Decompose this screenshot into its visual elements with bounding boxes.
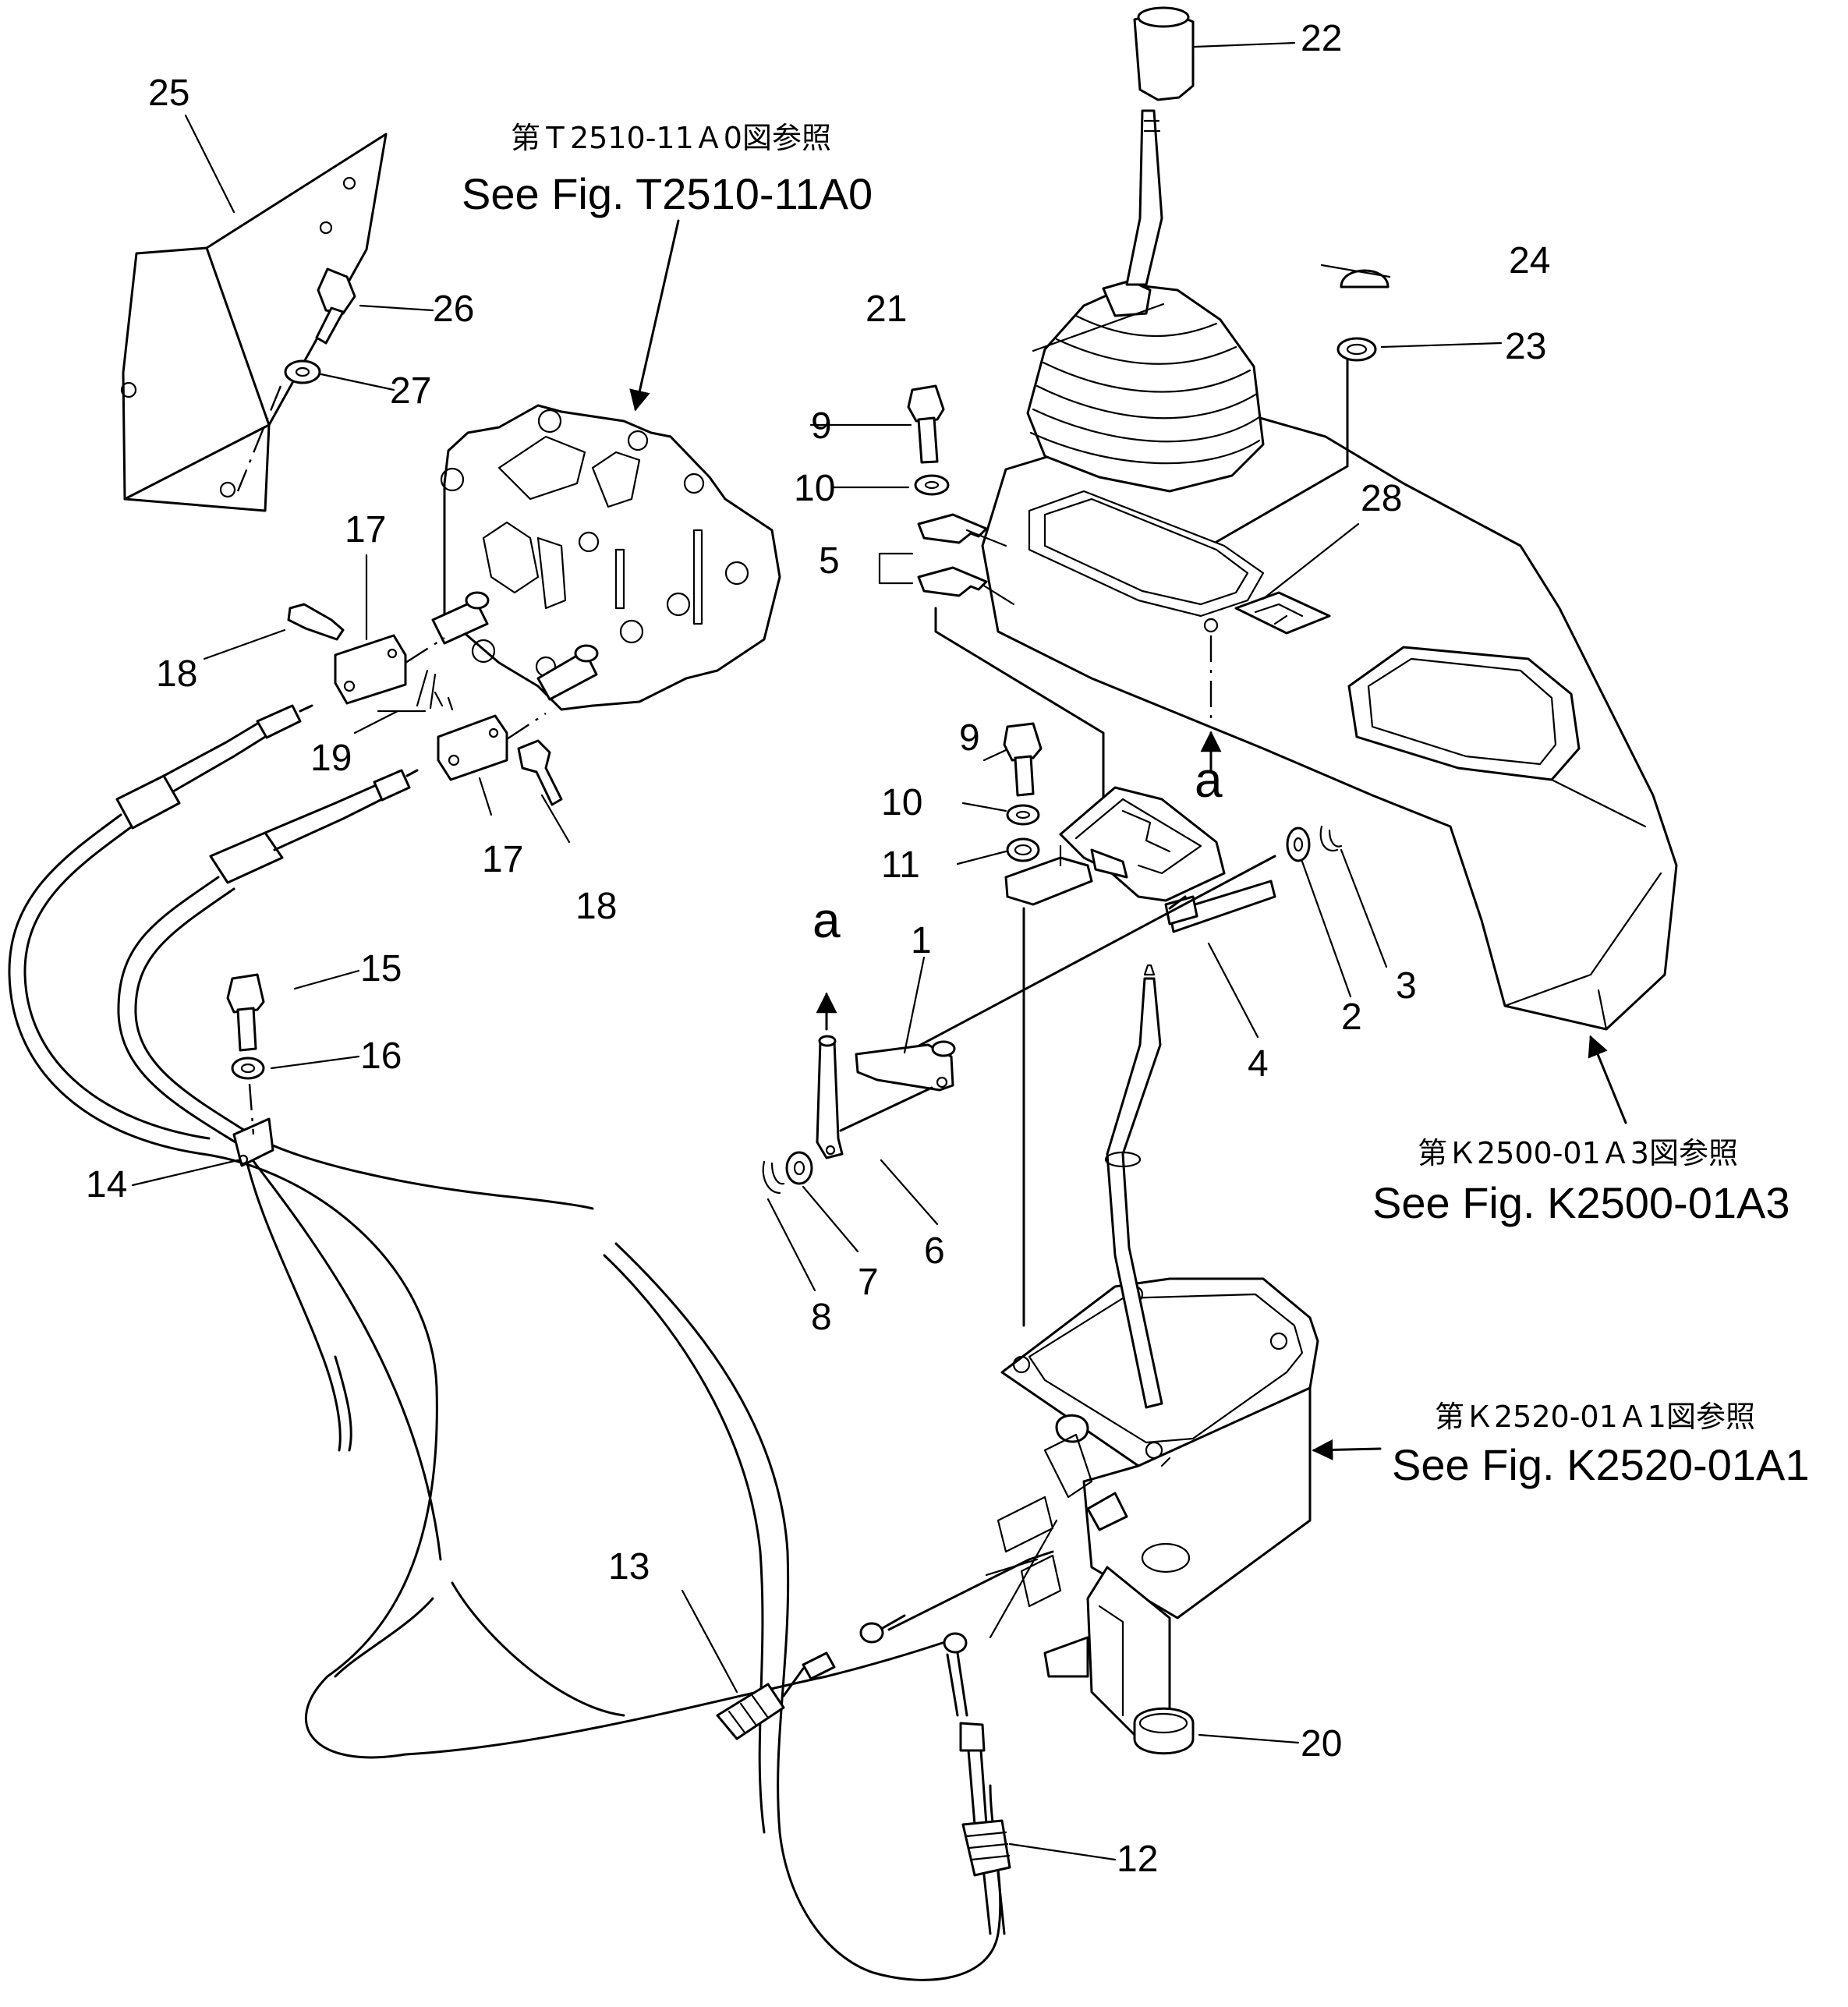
cable-adjuster-13 [716, 1614, 906, 1740]
control-valve [431, 404, 781, 711]
bolt-26 [315, 267, 356, 345]
label-24: 24 [1509, 240, 1550, 281]
label-4: 4 [1248, 1043, 1269, 1085]
cotter-pin-8 [762, 1160, 785, 1195]
label-28: 28 [1361, 478, 1402, 519]
link-line [989, 1519, 1058, 1639]
washer-7 [785, 1151, 813, 1185]
label-18-lower: 18 [575, 886, 617, 927]
lever-bracket [1004, 786, 1226, 906]
washer-2 [1286, 827, 1311, 862]
label-20: 20 [1301, 1723, 1342, 1765]
label-16: 16 [360, 1035, 402, 1077]
clamp-14 [232, 1117, 274, 1167]
label-15: 15 [360, 948, 402, 989]
rod-6 [816, 1035, 933, 1159]
washer-10-lower [1006, 804, 1040, 826]
lever-box [985, 1277, 1319, 1740]
lever-lower [1104, 964, 1163, 1409]
bolt-9-lower [1003, 722, 1043, 797]
lever-upper [1125, 109, 1163, 286]
grommet-20 [1133, 1707, 1195, 1755]
label-9-lower: 9 [959, 717, 980, 759]
label-5: 5 [819, 540, 840, 582]
reference-lever-box: 第Ｋ2520-01Ａ1図参照 See Fig. K2520-01A1 [1392, 1400, 1809, 1489]
boot-21 [1026, 279, 1265, 493]
reference-valve-jp: 第Ｔ2510-11Ａ0図参照 [511, 121, 831, 155]
cable-upper [8, 704, 961, 1759]
cable-connection-line [887, 1550, 1054, 1631]
label-8: 8 [811, 1297, 832, 1338]
label-9-upper: 9 [811, 405, 832, 447]
knob-22 [1133, 6, 1195, 101]
reference-valve-en: See Fig. T2510-11A0 [462, 169, 873, 218]
guide-line-diagonal [868, 855, 1276, 1074]
label-21: 21 [866, 288, 907, 330]
rod-4 [1164, 880, 1276, 933]
lever-1 [855, 1040, 956, 1092]
washer-27 [236, 359, 321, 492]
reference-console-en: See Fig. K2500-01A3 [1372, 1178, 1790, 1227]
pin-18-lower [517, 739, 563, 806]
label-2: 2 [1341, 996, 1362, 1038]
label-14: 14 [86, 1164, 127, 1205]
arrow-ref-console [1588, 1035, 1627, 1124]
reference-console: 第Ｋ2500-01Ａ3図参照 See Fig. K2500-01A3 [1372, 1136, 1790, 1227]
label-23: 23 [1505, 326, 1546, 367]
reference-lever-box-en: See Fig. K2520-01A1 [1392, 1440, 1809, 1489]
pin-18-upper [287, 603, 345, 641]
cotter-pin-3 [1319, 825, 1343, 852]
washer-16 [231, 1057, 265, 1135]
label-12: 12 [1117, 1839, 1158, 1880]
grommet-23 [1215, 337, 1377, 543]
label-1: 1 [911, 920, 932, 961]
joint-17-lower [437, 712, 547, 781]
reference-valve: 第Ｔ2510-11Ａ0図参照 See Fig. T2510-11A0 [462, 121, 873, 218]
view-marker-a-left: a [812, 892, 841, 948]
label-17-lower: 17 [482, 839, 523, 880]
label-25: 25 [148, 73, 189, 114]
label-7: 7 [858, 1262, 879, 1303]
bolt-15 [226, 973, 265, 1052]
part-numbers: 25 26 27 17 18 19 17 18 15 16 14 13 12 2… [86, 18, 1550, 1880]
washer-10-upper [914, 474, 950, 496]
label-19: 19 [310, 738, 352, 779]
bracket-25 [120, 133, 388, 512]
label-11: 11 [881, 844, 920, 886]
label-27: 27 [390, 370, 431, 412]
cable-routing [240, 1137, 1002, 1981]
label-10-lower: 10 [881, 782, 922, 823]
label-26: 26 [433, 288, 474, 330]
label-17-upper: 17 [345, 509, 386, 550]
arrow-ref-valve [629, 219, 680, 412]
hole-marker [1203, 618, 1219, 633]
console-cover [981, 404, 1678, 1031]
cable-12 [943, 1632, 1011, 1935]
label-18-upper: 18 [156, 653, 197, 695]
reference-lever-box-jp: 第Ｋ2520-01Ａ1図参照 [1435, 1400, 1755, 1434]
leader-lines [131, 41, 1503, 1861]
plates-5 [878, 513, 1105, 859]
arrow-ref-lever-box [1312, 1439, 1382, 1460]
bolt-9-upper [907, 384, 945, 464]
joint-17-upper [334, 634, 445, 705]
reference-console-jp: 第Ｋ2500-01Ａ3図参照 [1418, 1136, 1738, 1170]
label-10-upper: 10 [794, 468, 835, 509]
view-marker-a-right: a [1195, 752, 1223, 808]
label-3: 3 [1396, 965, 1417, 1007]
label-6: 6 [924, 1230, 945, 1272]
cotter-19 [377, 669, 454, 713]
washer-11 [1006, 837, 1040, 862]
label-13: 13 [608, 1546, 650, 1588]
cable-lower [117, 769, 419, 1148]
label-22: 22 [1301, 18, 1342, 59]
